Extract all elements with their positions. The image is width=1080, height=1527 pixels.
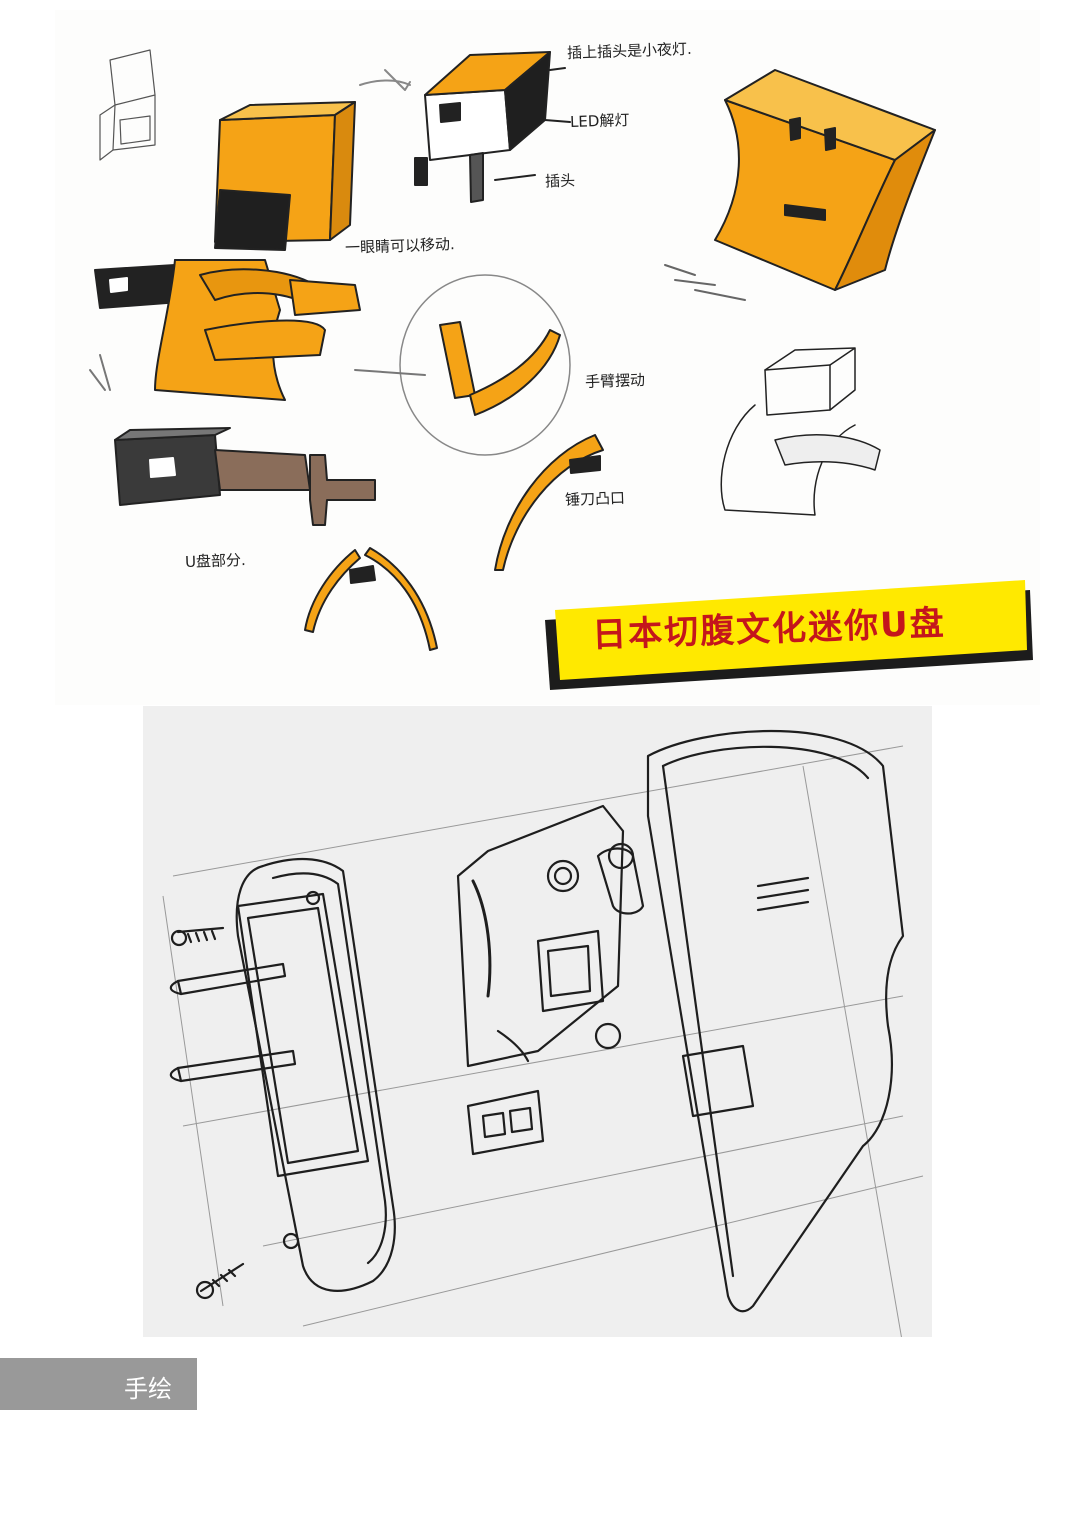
note-eye-move: 一眼睛可以移动.	[344, 235, 456, 257]
note-led-lamp: LED解灯	[569, 110, 630, 132]
face-block-sketch	[664, 69, 936, 301]
arm-arc-sketch	[304, 547, 438, 651]
wireframe-thumbnail	[99, 49, 156, 161]
section-label-text: 手绘	[124, 1375, 172, 1403]
note-plug: 插头	[544, 171, 576, 191]
banner-highlight	[545, 580, 1033, 690]
note-night-light: 插上插头是小夜灯.	[566, 39, 693, 63]
screw-top	[170, 926, 225, 947]
note-blade-bulge: 锤刀凸口	[564, 488, 626, 510]
exploded-view-panel	[143, 706, 932, 1337]
wireframe-plug-sketch	[720, 347, 881, 516]
circuit-board	[456, 804, 645, 1156]
arm-detail-circle	[354, 274, 571, 456]
usb-stick-sketch	[114, 427, 376, 526]
concept-sketch-panel: 插上插头是小夜灯. LED解灯 插头 一眼睛可以移动. 手臂摆动 锤刀凸口 U盘…	[55, 10, 1040, 705]
exploded-view-drawing	[162, 730, 924, 1337]
section-label-tab: 手绘	[0, 1358, 197, 1410]
concept-sketch-drawing	[89, 49, 1033, 690]
note-usb-part: U盘部分.	[184, 550, 247, 572]
back-plate	[169, 858, 396, 1292]
front-cover	[646, 730, 905, 1313]
samurai-usb-figure	[89, 69, 411, 401]
curved-blade-sketch	[494, 434, 604, 571]
cube-night-light	[414, 51, 571, 203]
note-arm-swing: 手臂摆动	[584, 370, 646, 392]
screw-bottom	[195, 1262, 245, 1300]
